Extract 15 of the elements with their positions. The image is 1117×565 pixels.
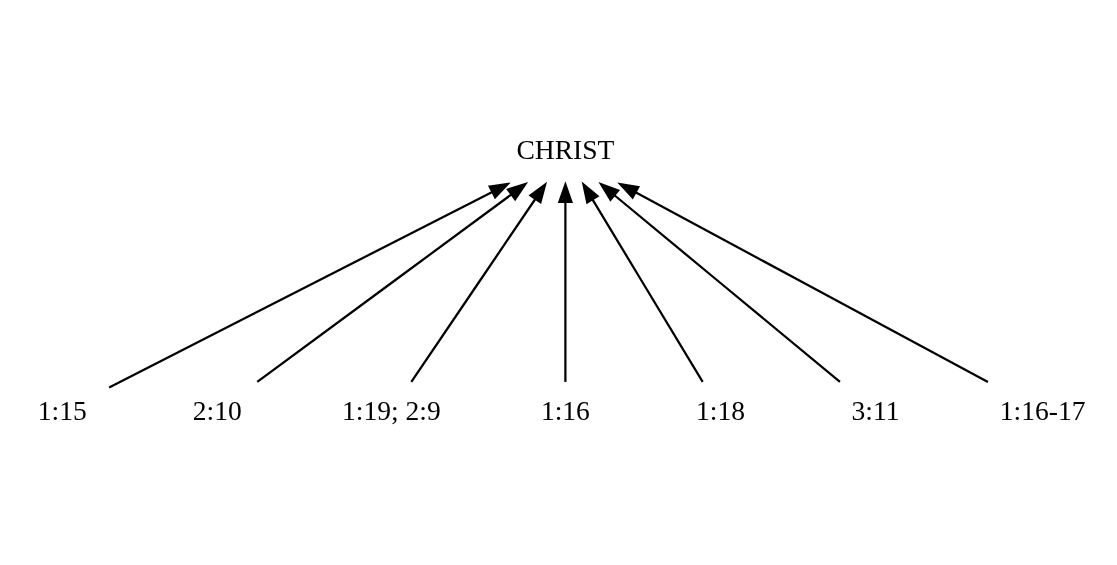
node-text: 3:11	[851, 394, 900, 426]
node-text: 2:10	[192, 394, 242, 426]
arrow	[617, 182, 989, 383]
arrow	[557, 180, 573, 382]
node-text: 1:15	[37, 394, 87, 426]
arrow	[108, 182, 511, 388]
node-text: 1:19; 2:9	[342, 394, 441, 426]
node-text: CHRIST	[516, 133, 615, 165]
node-text: 1:16	[540, 394, 590, 426]
arrow	[256, 181, 529, 383]
arrow	[581, 181, 704, 382]
arrow	[598, 181, 841, 383]
node-text: 1:16-17	[999, 394, 1086, 426]
node-text: 1:18	[695, 394, 745, 426]
arrow	[410, 181, 548, 383]
